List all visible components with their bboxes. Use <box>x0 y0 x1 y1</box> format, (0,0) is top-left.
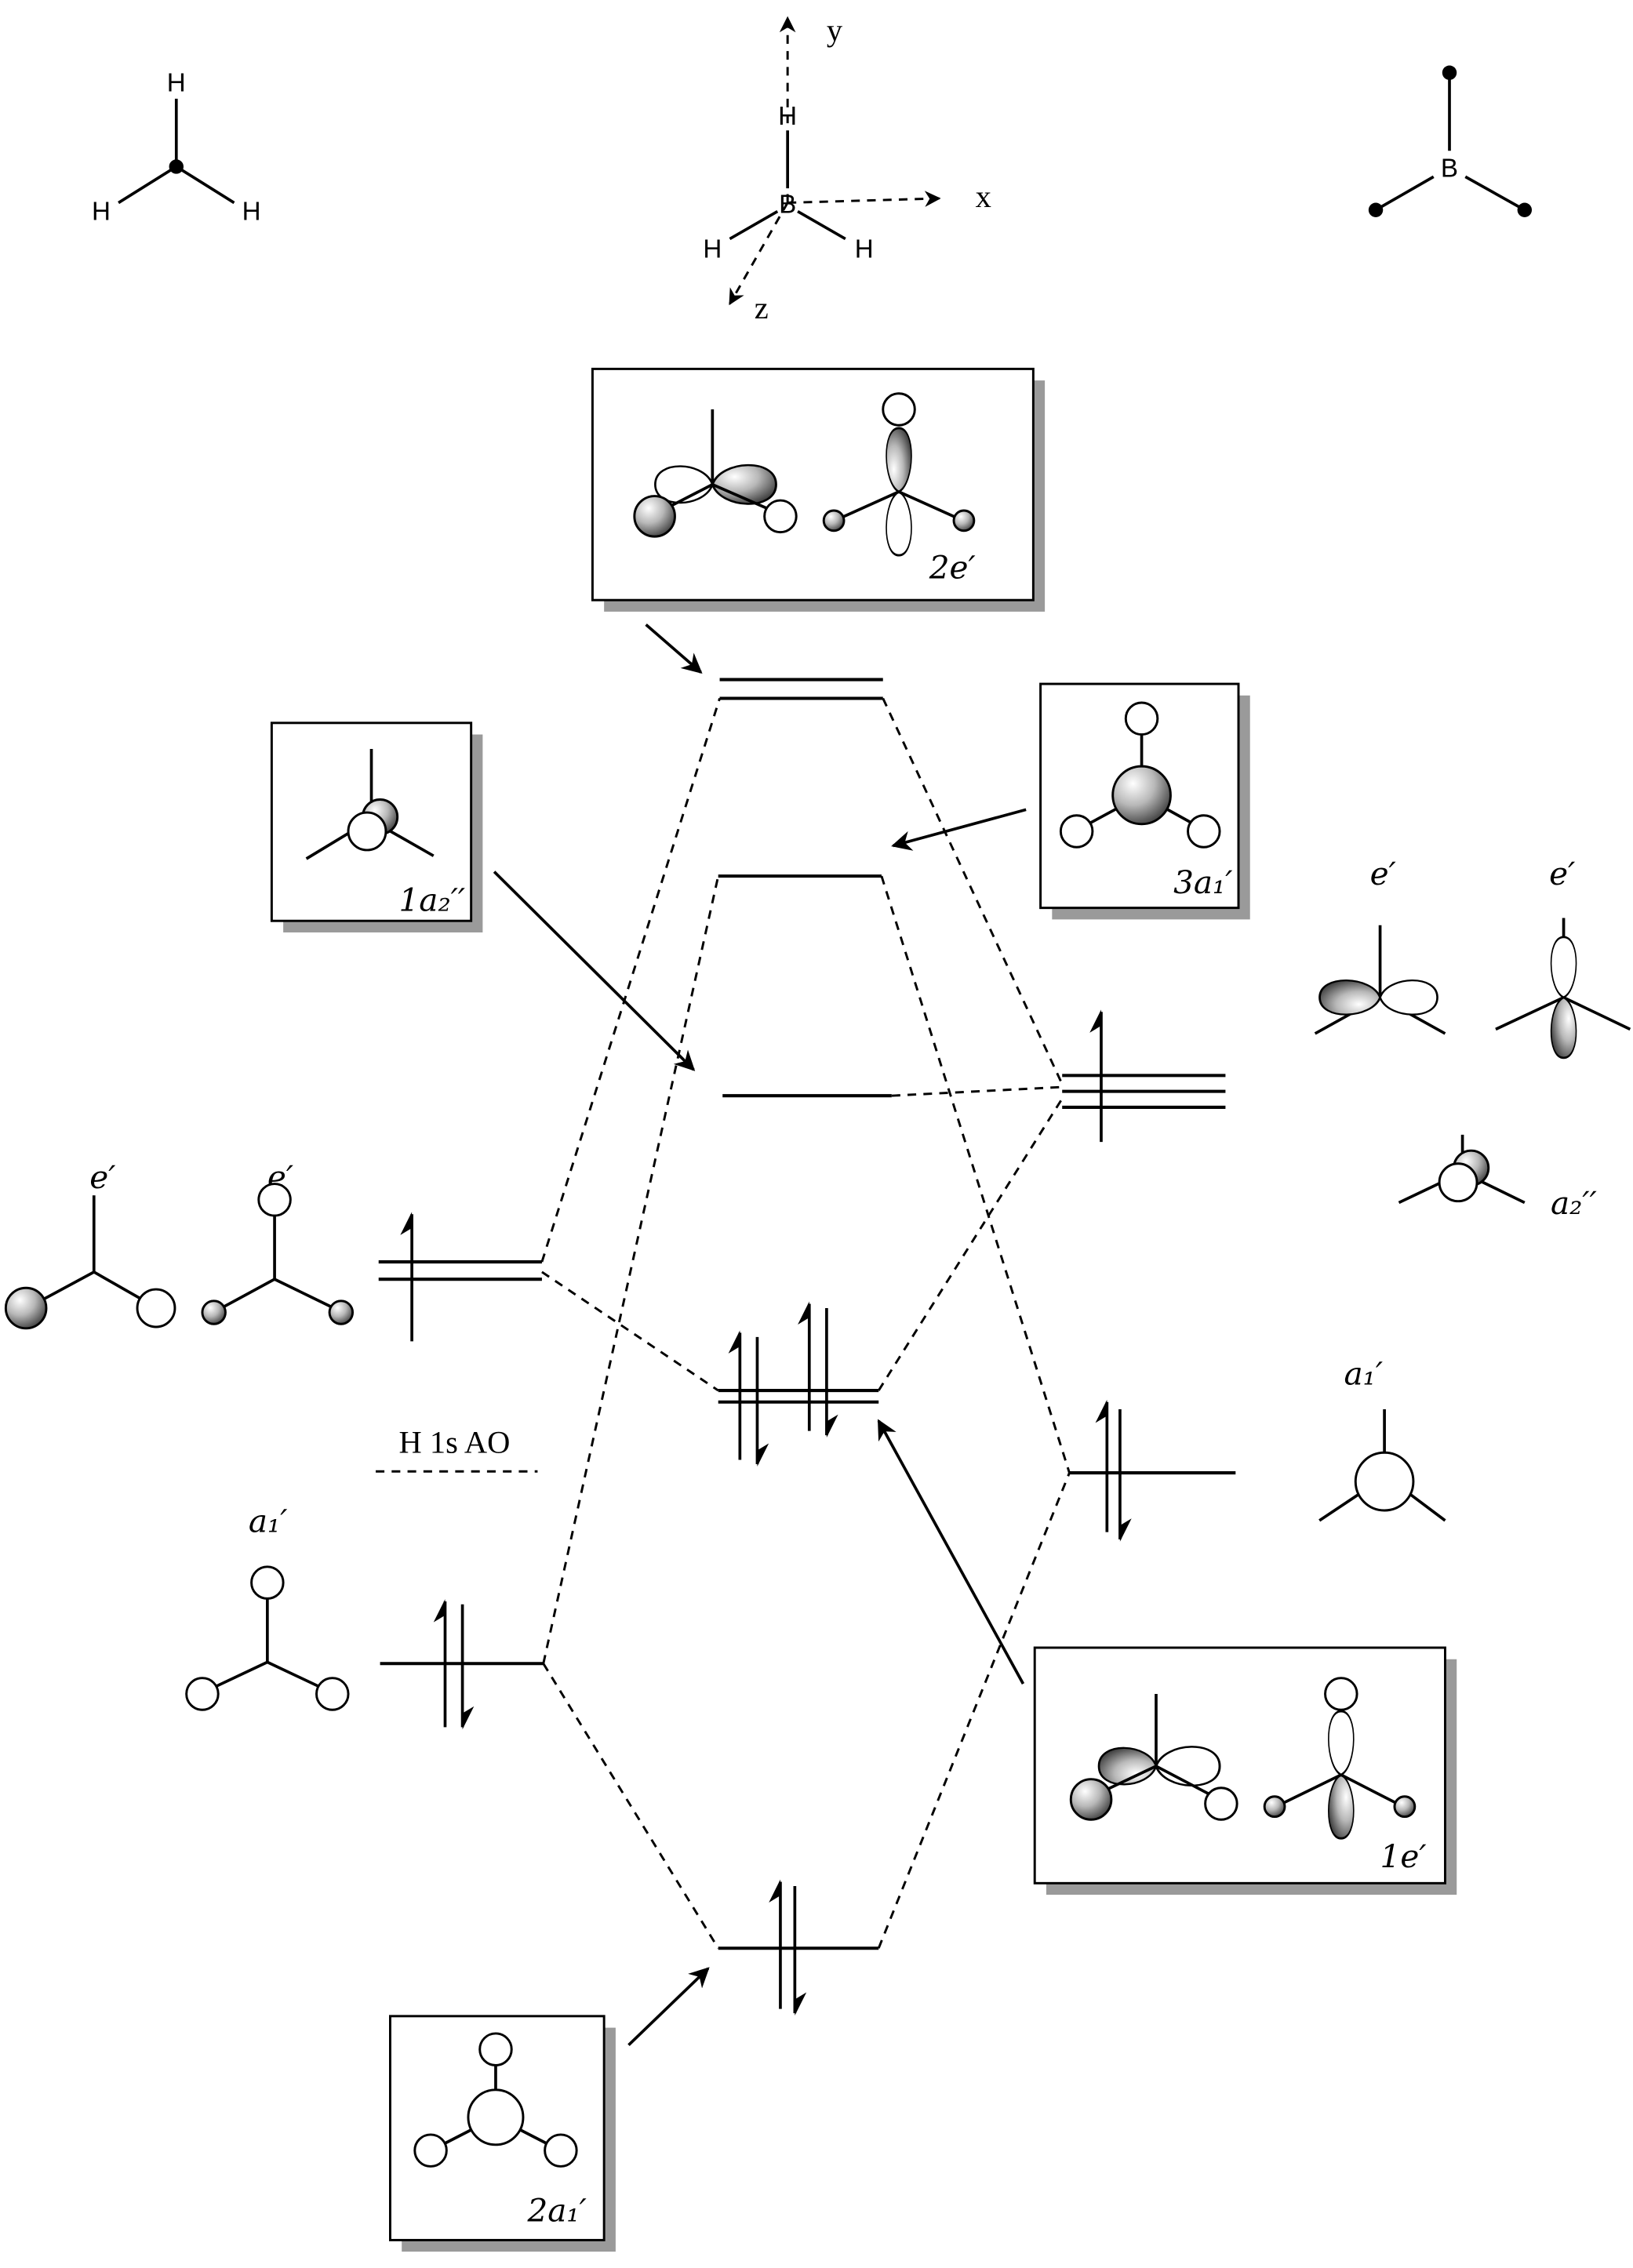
orbital-label: a₁′ <box>249 1503 288 1540</box>
h-fragment-orbitals: e′ e′ H 1s AO a₁′ <box>4 1158 538 1711</box>
mo-label: 2e′ <box>929 549 976 587</box>
box-pointer-arrows <box>493 623 1027 2047</box>
orbital-label: e′ <box>1370 855 1396 892</box>
orbital-label: a₁′ <box>1344 1355 1384 1393</box>
mo-box-1a2: 1a₂′′ <box>270 721 483 932</box>
legend-label: H 1s AO <box>399 1424 511 1459</box>
atom-label: B <box>1441 154 1458 183</box>
atom-label: H <box>703 235 722 264</box>
orbital-label: e′ <box>89 1158 115 1196</box>
mo-label: 1a₂′′ <box>399 881 466 918</box>
atom-label: H <box>778 102 797 131</box>
mo-label: 1e′ <box>1380 1837 1427 1875</box>
mo-label: 3a₁′ <box>1173 863 1232 901</box>
axis-label-z: z <box>755 290 769 325</box>
b-fragment-orbitals: e′ e′ a₂′′ a₁′ <box>1314 855 1631 1522</box>
mo-box-1e: 1e′ <box>1033 1646 1457 1895</box>
mo-box-2a1: 2a₁′ <box>388 2015 616 2252</box>
bh3-axes-structure: H B H H y x z <box>703 13 991 325</box>
energy-levels <box>378 678 1236 1950</box>
atom-label: B <box>779 190 796 219</box>
mo-box-3a1: 3a₁′ <box>1039 682 1250 920</box>
orbital-label: e′ <box>1549 855 1575 892</box>
b-skeleton-structure: B <box>1368 65 1533 217</box>
mo-box-2e: 2e′ <box>591 367 1046 612</box>
atom-label: H <box>92 198 111 227</box>
atom-label: H <box>855 235 874 264</box>
axis-label-x: x <box>976 179 991 214</box>
orbital-label: a₂′′ <box>1551 1184 1597 1222</box>
atom-label: H <box>242 198 261 227</box>
h3-fragment-structure: H H H <box>92 69 261 227</box>
mo-label: 2a₁′ <box>527 2191 587 2229</box>
atom-label: H <box>167 69 186 98</box>
electrons <box>400 1009 1132 2016</box>
correlation-lines <box>540 697 1071 1950</box>
axis-label-y: y <box>827 13 843 48</box>
